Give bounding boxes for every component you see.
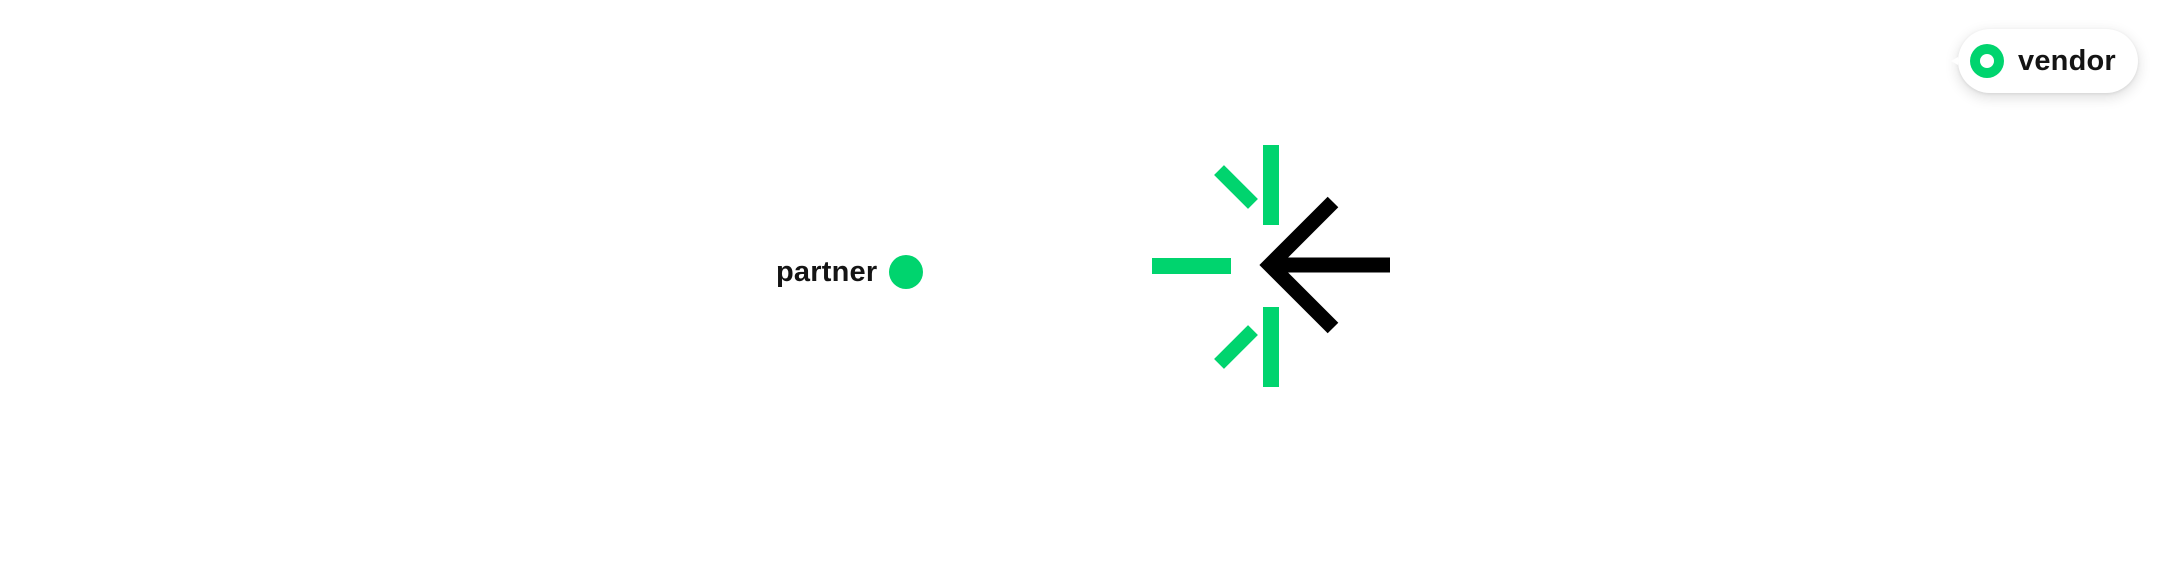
logo-ray-left [1152,258,1231,274]
logo-ray-upper-left [1214,165,1258,209]
filled-circle-icon [889,255,924,289]
logo-ray-bottom [1263,307,1279,387]
partner-option[interactable]: partner [776,254,924,290]
vendor-option[interactable]: vendor [1951,29,2138,93]
logo-arrow-head [1259,196,1339,334]
logo-ray-lower-left [1214,325,1258,369]
logo-ray-top [1263,145,1279,225]
arrow-burst-logo-icon [1152,145,1390,387]
radio-selected-icon[interactable] [1970,44,2004,78]
vendor-label: vendor [2018,44,2116,77]
partner-label: partner [776,255,878,288]
